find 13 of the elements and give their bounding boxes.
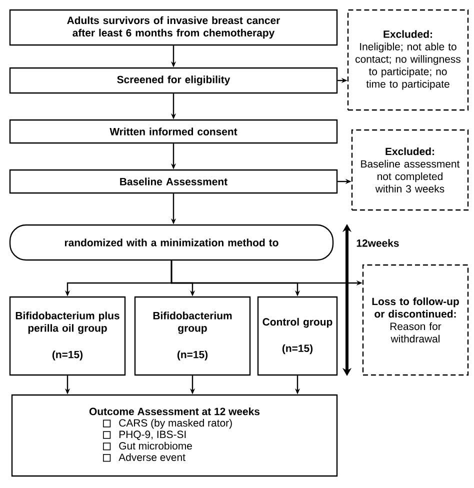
exclusion-box: Excluded: Ineligible; not able to contact; no willingness to participate; no time to participate bbox=[347, 9, 469, 111]
process-box: Baseline Assessment bbox=[9, 169, 338, 194]
duration-label: 12weeks bbox=[356, 239, 399, 247]
outcome-box: Outcome Assessment at 12 weeks CARS (by masked rator) PHQ-9, IBS-SI Gut microbiome Adverse event bbox=[11, 394, 338, 477]
withdrawal-box: Loss to follow-up or discontinued: Reason for withdrawal bbox=[362, 264, 469, 376]
group-box: Control group (n=15) bbox=[257, 296, 338, 376]
process-box: Screened for eligibility bbox=[9, 67, 338, 94]
process-box: Adults survivors of invasive breast cancer after least 6 months from chemotherapy bbox=[9, 9, 338, 46]
group-box: Bifidobacterium plus perilla oil group (n=15) bbox=[9, 296, 126, 376]
process-box: Written informed consent bbox=[9, 119, 338, 144]
group-box: Bifidobacterium group (n=15) bbox=[134, 296, 251, 376]
exclusion-box: Excluded: Baseline assessment not completed within 3 weeks bbox=[351, 129, 469, 211]
randomization-box: randomized with a minimization method to bbox=[9, 224, 334, 261]
